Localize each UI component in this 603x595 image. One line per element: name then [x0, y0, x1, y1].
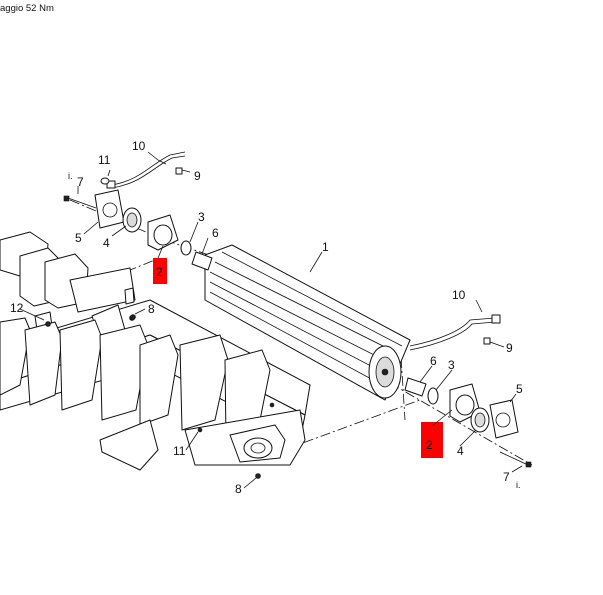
frame-assembly — [0, 231, 311, 471]
callout-reel-1: 1 — [322, 240, 329, 254]
callout-left-7: 7 — [77, 175, 84, 189]
callout-left-3: 3 — [198, 210, 205, 224]
torque-note: aggio 52 Nm — [0, 3, 54, 14]
callout-left-2: 2 — [156, 265, 163, 279]
callout-right-3: 3 — [448, 358, 455, 372]
callout-left-6: 6 — [212, 226, 219, 240]
right-hardware — [404, 314, 532, 468]
left-hardware — [63, 151, 213, 320]
callout-left-4: 4 — [103, 236, 110, 250]
highlight-box-left — [153, 258, 167, 284]
callout-right-9: 9 — [506, 341, 513, 355]
callout-right-10: 10 — [452, 288, 466, 302]
highlight-box-right — [421, 422, 443, 458]
callout-left-11: 11 — [98, 153, 111, 167]
callout-left-8: 8 — [148, 302, 155, 316]
callout-left-12: 12 — [10, 301, 24, 315]
callout-left-i: i. — [68, 171, 73, 181]
bolt-8-bottom — [255, 473, 261, 479]
callout-right-7: 7 — [503, 470, 510, 484]
callout-left-10: 10 — [132, 139, 146, 153]
leader-lines — [19, 151, 523, 489]
callout-right-2: 2 — [426, 438, 433, 452]
reel-assembly — [204, 244, 411, 401]
callout-center-11: 11 — [173, 444, 186, 458]
callout-right-4: 4 — [457, 444, 464, 458]
callout-left-9: 9 — [194, 169, 201, 183]
callout-right-6: 6 — [430, 354, 437, 368]
callout-left-5: 5 — [75, 231, 82, 245]
callout-right-i: i. — [516, 480, 521, 490]
callout-right-5: 5 — [516, 382, 523, 396]
callout-center-8: 8 — [235, 482, 242, 496]
